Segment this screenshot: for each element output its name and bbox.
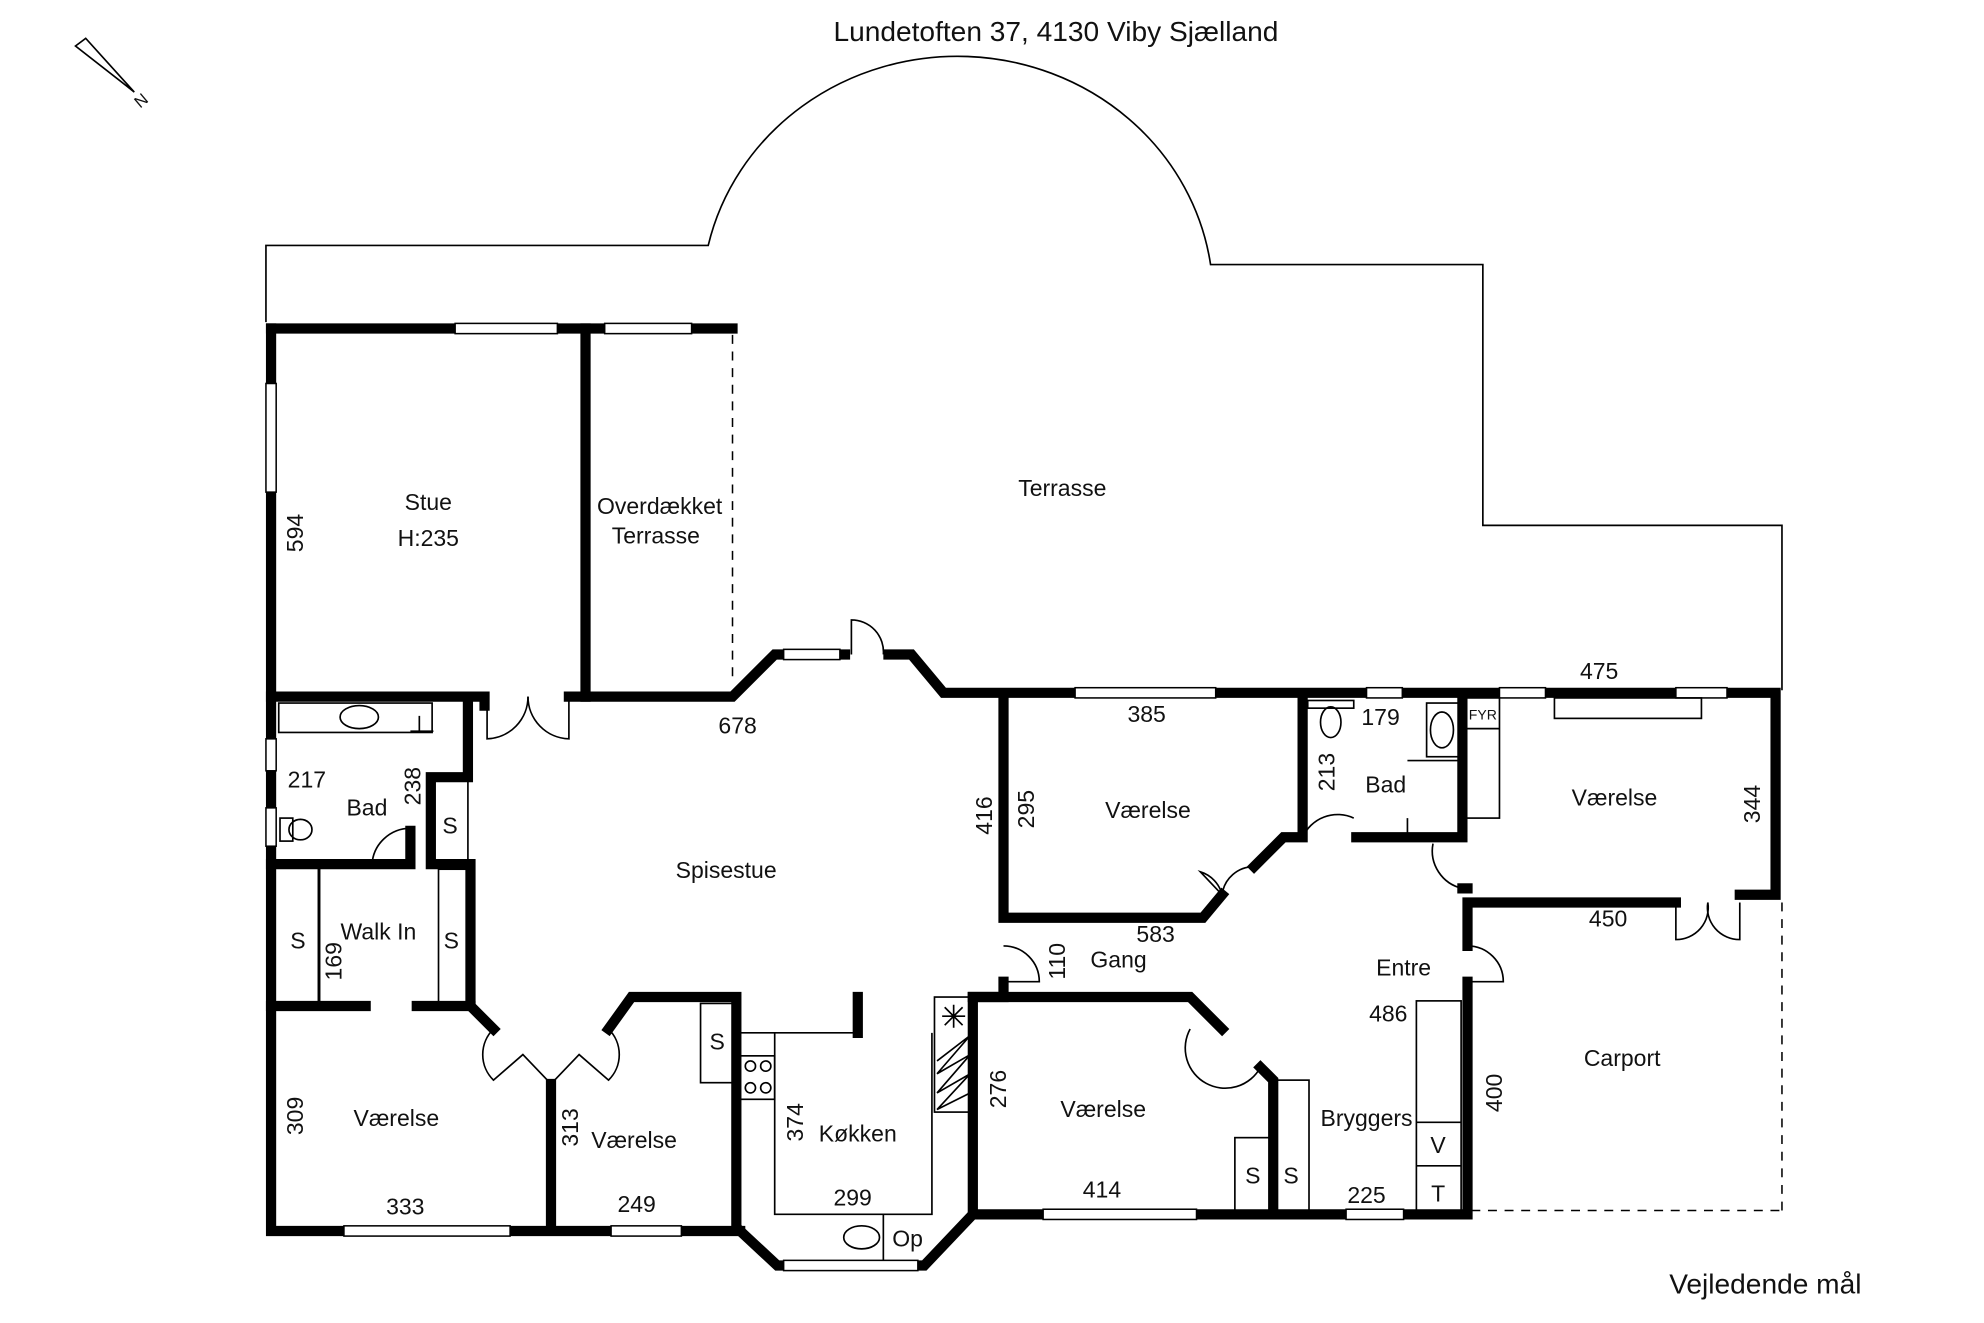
fixture-labels: S S S S S S FYR Op V T <box>290 707 1497 1252</box>
room-vaerelse-mid: Værelse <box>1105 797 1191 823</box>
dimension: 313 <box>557 1108 583 1146</box>
storage-label: S <box>1245 1163 1260 1189</box>
dimension: 450 <box>1589 906 1627 932</box>
disclaimer-note: Vejledende mål <box>1669 1269 1861 1300</box>
room-walk-in: Walk In <box>341 919 417 945</box>
dimension: 213 <box>1314 753 1340 791</box>
room-entre: Entre <box>1376 954 1431 980</box>
dimension: 678 <box>718 713 756 739</box>
windows <box>265 322 1728 1272</box>
dimension: 179 <box>1361 704 1399 730</box>
storage-label: S <box>444 927 459 953</box>
room-spisestue: Spisestue <box>676 857 777 883</box>
room-carport: Carport <box>1584 1045 1661 1071</box>
room-bad-left: Bad <box>346 795 387 821</box>
room-koekken: Køkken <box>819 1120 897 1146</box>
dimension-labels: 594 678 217 238 169 309 333 313 249 374 … <box>282 514 1765 1220</box>
dimension: 238 <box>400 767 426 805</box>
plan-title: Lundetoften 37, 4130 Viby Sjælland <box>833 16 1278 47</box>
storage-label: S <box>442 812 457 838</box>
dimension: 225 <box>1347 1182 1385 1208</box>
boiler-label: FYR <box>1469 707 1497 723</box>
dimension: 276 <box>985 1070 1011 1108</box>
storage-label: S <box>290 927 305 953</box>
dimension: 309 <box>282 1097 308 1135</box>
dimension: 169 <box>320 942 346 980</box>
room-vaerelse-bottom-2: Værelse <box>591 1127 677 1153</box>
dimension: 385 <box>1127 701 1165 727</box>
room-labels: Stue H:235 Overdækket Terrasse Terrasse … <box>341 475 1662 1153</box>
room-vaerelse-bottom-left: Værelse <box>354 1105 440 1131</box>
room-bryggers: Bryggers <box>1321 1105 1413 1131</box>
dryer-label: T <box>1431 1181 1445 1207</box>
dimension: 475 <box>1580 658 1618 684</box>
dimension: 344 <box>1739 785 1765 824</box>
dimension: 416 <box>971 796 997 834</box>
dimension: 110 <box>1044 943 1070 980</box>
terrace-outline <box>265 55 1783 691</box>
room-stue: Stue <box>405 489 452 515</box>
dimension: 374 <box>782 1103 808 1142</box>
north-arrow-icon: N <box>74 37 152 112</box>
dimension: 217 <box>288 766 326 792</box>
room-overdaekket: Overdækket <box>597 493 723 519</box>
dimension: 414 <box>1083 1177 1122 1203</box>
dimension: 295 <box>1013 790 1039 828</box>
washer-label: V <box>1430 1132 1446 1158</box>
dimension: 583 <box>1136 921 1174 947</box>
room-bad-right: Bad <box>1365 772 1406 798</box>
room-overdaekket-terrasse: Terrasse <box>612 522 700 548</box>
dimension: 249 <box>617 1191 655 1217</box>
stove-vent-icon <box>942 1004 966 1028</box>
dimension: 299 <box>833 1184 871 1210</box>
room-vaerelse-bottom-3: Værelse <box>1060 1096 1146 1122</box>
room-vaerelse-right: Værelse <box>1572 784 1658 810</box>
dimension: 594 <box>282 514 308 553</box>
storage-label: S <box>710 1028 725 1054</box>
op-label: Op <box>892 1225 923 1251</box>
room-stue-height: H:235 <box>398 525 459 551</box>
dimension: 333 <box>386 1193 424 1219</box>
room-terrasse: Terrasse <box>1018 475 1106 501</box>
room-gang: Gang <box>1090 947 1146 973</box>
dimension: 486 <box>1369 1000 1407 1026</box>
storage-label: S <box>1283 1163 1298 1189</box>
north-label: N <box>130 90 151 112</box>
dimension: 400 <box>1481 1074 1507 1112</box>
fixtures <box>277 697 1703 1261</box>
doors <box>371 619 1741 1090</box>
